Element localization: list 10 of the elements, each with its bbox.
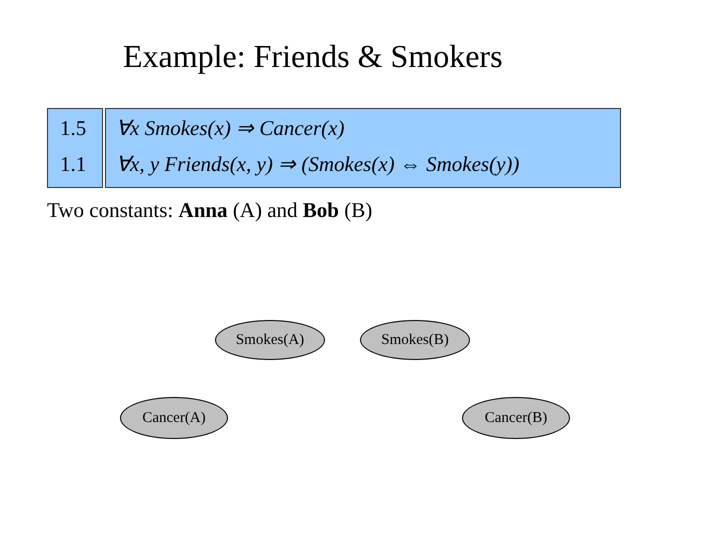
ellipse-node: Cancer(B)	[462, 397, 570, 439]
ellipse-node: Smokes(A)	[215, 320, 325, 360]
ellipse-node: Cancer(A)	[120, 397, 228, 439]
weight-number: 1.5	[60, 116, 86, 141]
slide-title: Example: Friends & Smokers	[123, 38, 503, 75]
formula-text: ∀x Smokes(x) ⇒ Cancer(x)	[116, 116, 344, 141]
constants-note: Two constants: Anna (A) and Bob (B)	[47, 198, 372, 223]
weight-number: 1.1	[60, 152, 86, 177]
ellipse-node: Smokes(B)	[360, 320, 470, 360]
formula-text: ∀x, y Friends(x, y) ⇒ (Smokes(x) ⇔ Smokes(y))	[116, 152, 520, 177]
